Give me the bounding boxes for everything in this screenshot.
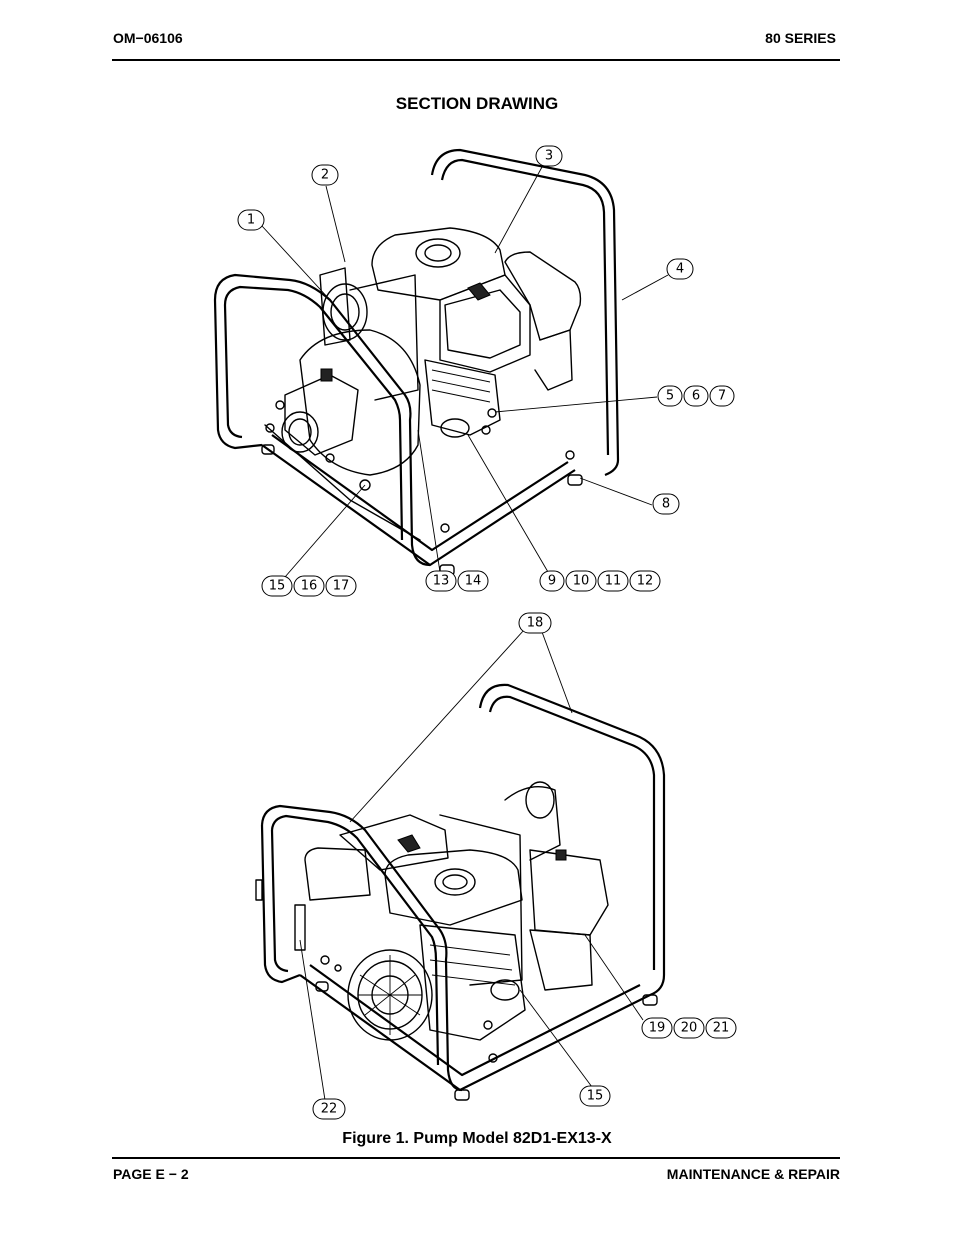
callout-20: 20 — [673, 1017, 705, 1039]
svg-text:8: 8 — [662, 497, 670, 512]
svg-text:7: 7 — [718, 389, 726, 404]
svg-text:20: 20 — [681, 1021, 698, 1036]
svg-text:15: 15 — [587, 1089, 604, 1104]
svg-text:3: 3 — [545, 149, 553, 164]
svg-text:5: 5 — [666, 389, 674, 404]
callout-15-bottom: 15 — [579, 1085, 611, 1107]
svg-text:4: 4 — [676, 262, 684, 277]
callout-3: 3 — [535, 145, 563, 167]
header-doc-number: OM−06106 — [113, 30, 183, 46]
callout-21: 21 — [705, 1017, 737, 1039]
callout-4: 4 — [666, 258, 694, 280]
leader-lines-top — [261, 166, 669, 578]
callout-17: 17 — [325, 575, 357, 597]
leader-lines-bottom — [299, 629, 644, 1101]
svg-text:12: 12 — [637, 574, 654, 589]
svg-text:17: 17 — [333, 579, 350, 594]
callout-12: 12 — [629, 570, 661, 592]
callout-1: 1 — [237, 209, 265, 231]
callout-7: 7 — [709, 385, 735, 407]
svg-text:2: 2 — [321, 168, 329, 183]
svg-text:15: 15 — [269, 579, 286, 594]
figure-caption: Figure 1. Pump Model 82D1-EX13-X — [342, 1130, 612, 1147]
footer-page-number: PAGE E − 2 — [113, 1166, 189, 1182]
callout-16: 16 — [293, 575, 325, 597]
callout-14: 14 — [457, 570, 489, 592]
callout-10: 10 — [565, 570, 597, 592]
footer-rule — [112, 1157, 840, 1159]
callout-8: 8 — [652, 493, 680, 515]
callout-22: 22 — [312, 1098, 346, 1120]
header-rule — [112, 59, 840, 61]
callout-11: 11 — [597, 570, 629, 592]
svg-text:21: 21 — [713, 1021, 730, 1036]
callout-19: 19 — [641, 1017, 673, 1039]
callout-13: 13 — [425, 570, 457, 592]
callout-9: 9 — [539, 570, 565, 592]
footer-section-name: MAINTENANCE & REPAIR — [666, 1166, 840, 1182]
callout-15: 15 — [261, 575, 293, 597]
svg-text:6: 6 — [692, 389, 700, 404]
svg-text:10: 10 — [573, 574, 590, 589]
callout-6: 6 — [683, 385, 709, 407]
svg-text:11: 11 — [605, 574, 622, 589]
callout-2: 2 — [311, 164, 339, 186]
callout-18: 18 — [518, 612, 552, 634]
pump-top-view — [213, 148, 620, 576]
callout-5: 5 — [657, 385, 683, 407]
svg-text:14: 14 — [465, 574, 482, 589]
pump-bottom-view — [255, 683, 666, 1101]
header-series: 80 SERIES — [765, 30, 836, 46]
svg-text:22: 22 — [321, 1102, 338, 1117]
section-title: SECTION DRAWING — [395, 94, 559, 113]
svg-text:16: 16 — [301, 579, 318, 594]
svg-text:19: 19 — [649, 1021, 666, 1036]
svg-text:1: 1 — [247, 213, 255, 228]
svg-text:9: 9 — [548, 574, 556, 589]
svg-text:18: 18 — [527, 616, 544, 631]
svg-text:13: 13 — [433, 574, 450, 589]
